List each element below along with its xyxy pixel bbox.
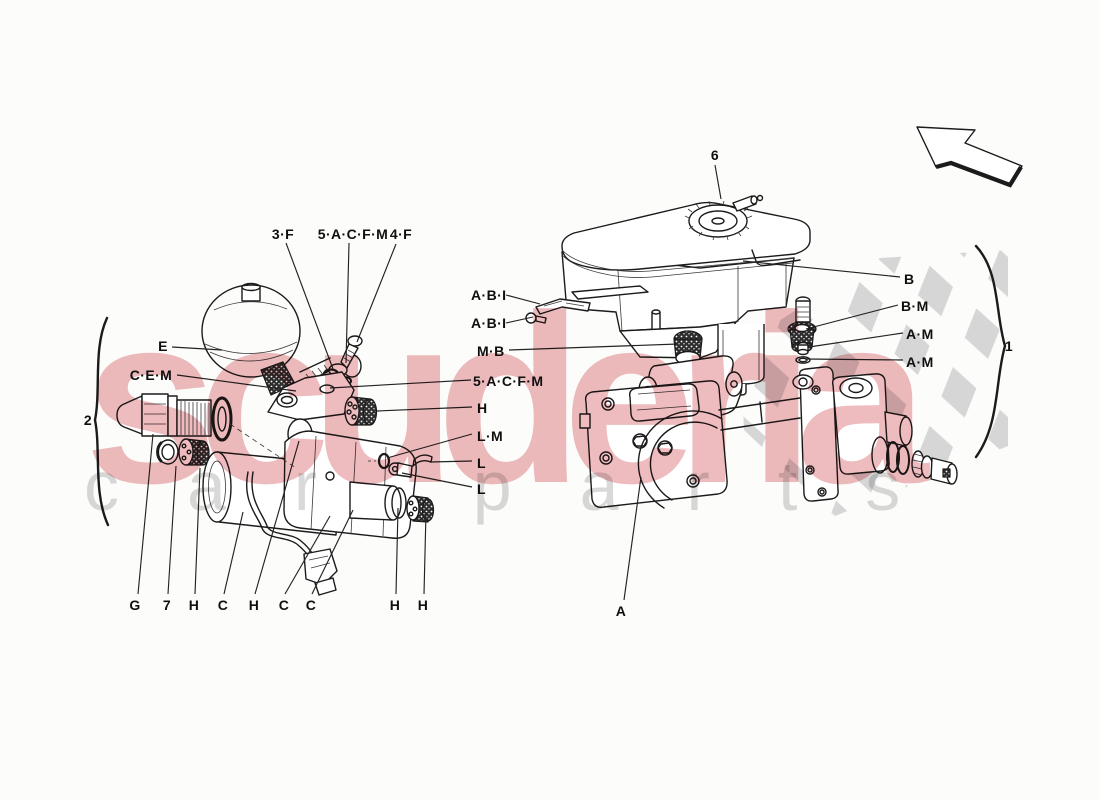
solenoid-valve (116, 393, 233, 442)
pump-bracket (267, 371, 355, 421)
leader-lines (137, 164, 904, 601)
part-label-6: 6 (710, 147, 720, 163)
part-label-5ACFM-top: 5·A·C·F·M (317, 226, 389, 242)
part-label-AM-2: A·M (906, 354, 934, 370)
small-line-parts (368, 452, 433, 478)
part-label-BM: B·M (901, 298, 929, 314)
seal-ring (156, 439, 179, 465)
cable-connector (246, 471, 338, 596)
part-label-ABI-2: A·B·I (471, 315, 507, 331)
direction-arrow-icon (916, 126, 1023, 188)
part-label-C-b3: C (305, 597, 317, 613)
part-label-1: 1 (1004, 338, 1014, 354)
part-label-7: 7 (162, 597, 172, 613)
part-label-2: 2 (83, 412, 93, 428)
part-label-G: G (129, 597, 141, 613)
part-label-AM-1: A·M (906, 326, 934, 342)
part-label-B: B (904, 271, 915, 287)
filler-cap (684, 194, 764, 241)
part-label-4F: 4·F (389, 226, 413, 242)
part-label-H-b4: H (417, 597, 429, 613)
part-label-5ACFM-mid: 5·A·C·F·M (473, 373, 544, 389)
part-label-H-b1: H (188, 597, 200, 613)
dashed-guide-line (229, 423, 297, 469)
right-assembly (525, 194, 958, 509)
part-label-L-1: L (477, 455, 486, 471)
knurled-nut-small (178, 438, 210, 466)
knurled-nut (406, 495, 435, 523)
pump-motor-cylinder (202, 418, 417, 539)
knurled-sleeve (344, 396, 378, 426)
abs-modulator-block (579, 380, 728, 509)
part-label-A: A (615, 603, 627, 619)
part-label-E: E (158, 338, 168, 354)
part-label-LM: L·M (477, 428, 504, 444)
part-label-H-mid: H (477, 400, 488, 416)
brace-right (974, 244, 1007, 459)
pump-flange-plate (792, 366, 839, 502)
part-label-H-b2: H (248, 597, 260, 613)
part-label-H-b3: H (389, 597, 401, 613)
accumulator-sphere (201, 282, 301, 378)
part-label-ABI-1: A·B·I (471, 287, 507, 303)
part-label-L-2: L (477, 481, 486, 497)
abi-bracket (525, 298, 591, 324)
part-label-C-b1: C (217, 597, 229, 613)
part-label-C-b2: C (278, 597, 290, 613)
grommet-and-fittings (787, 296, 817, 364)
bridge-shaft (718, 397, 801, 431)
part-label-CEM: C·E·M (129, 367, 173, 383)
brace-left (93, 316, 110, 527)
reservoir-top (561, 201, 811, 278)
left-assembly (116, 282, 435, 596)
part-label-3F: 3·F (271, 226, 295, 242)
pressure-pump (831, 373, 958, 485)
part-label-MB: M·B (477, 343, 505, 359)
